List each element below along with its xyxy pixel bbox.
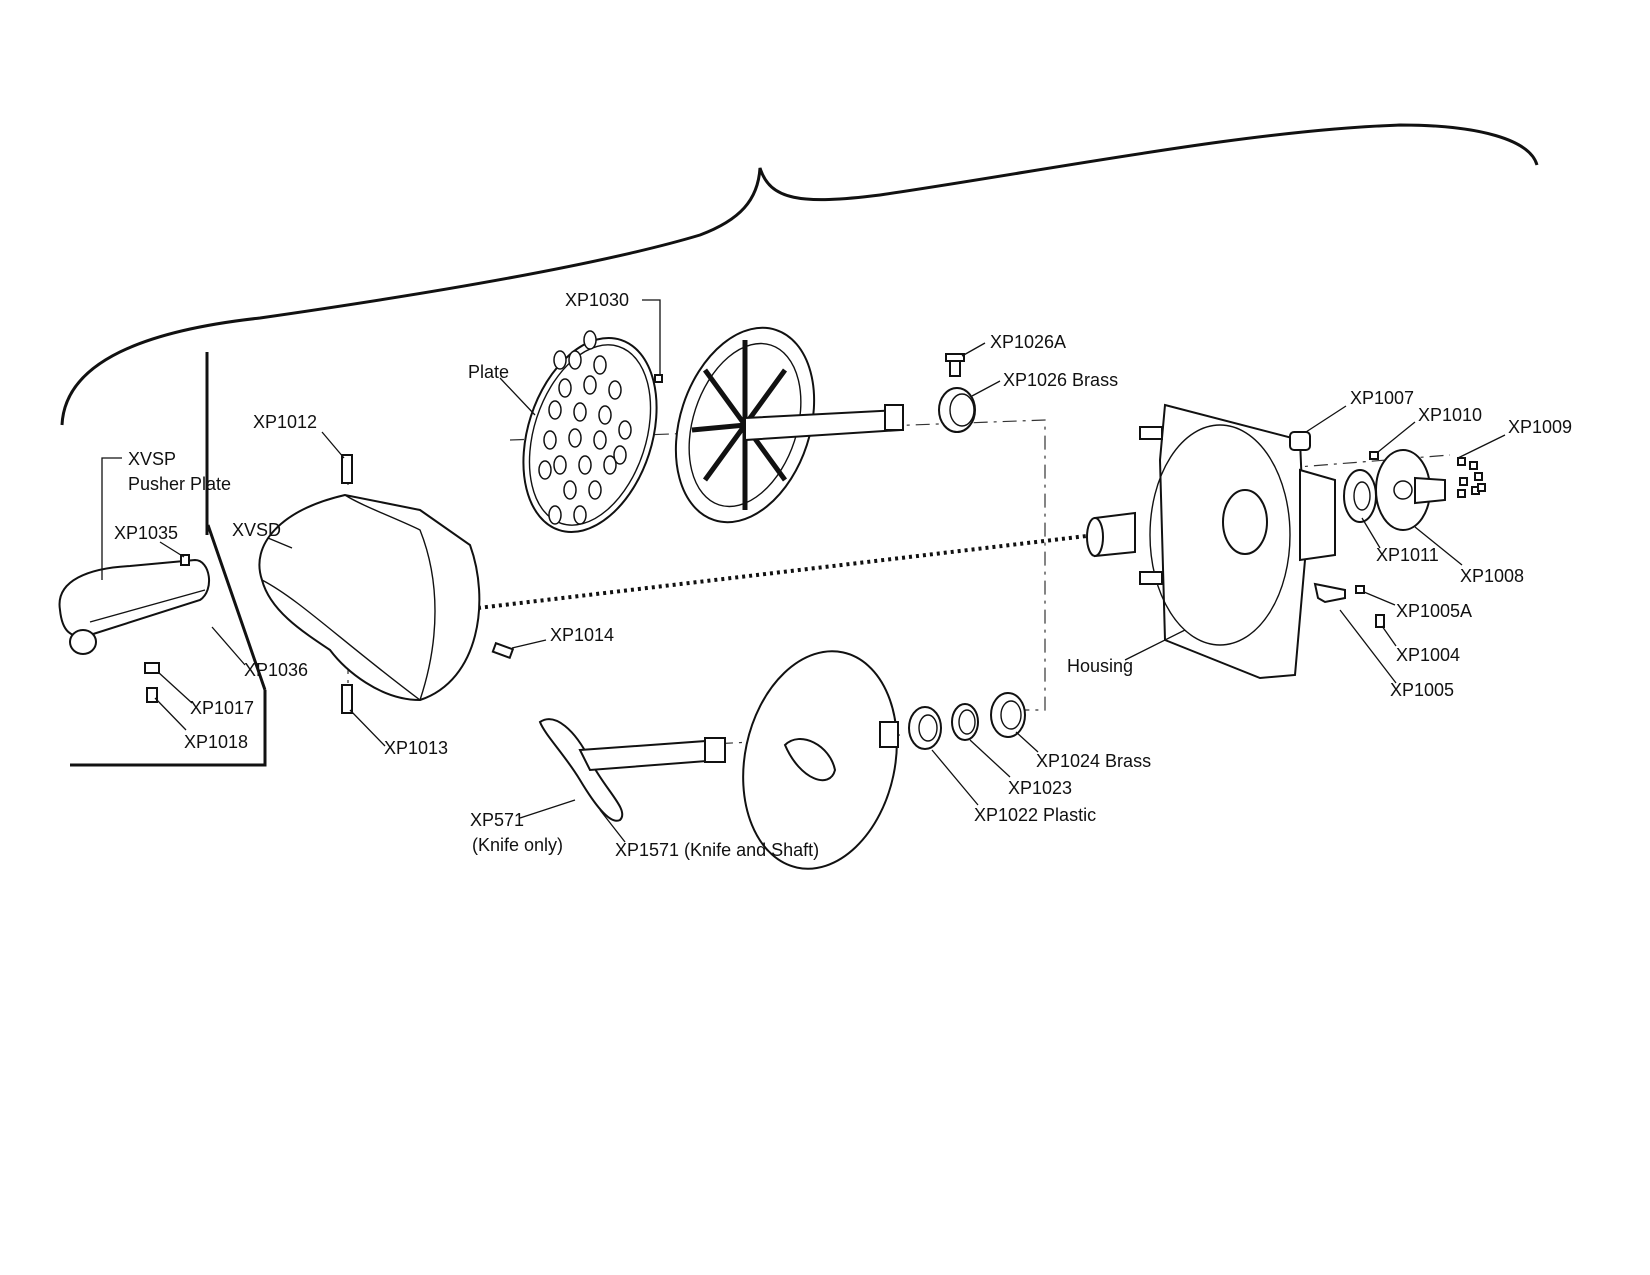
plate-perforation: [598, 405, 612, 425]
plate-perforation: [553, 455, 567, 475]
housing: [1139, 403, 1336, 680]
pusher-plate: [58, 554, 210, 655]
label-xp1035: XP1035: [114, 523, 178, 543]
xp1005a-screw: [1355, 585, 1365, 594]
xp1014-screw: [491, 641, 515, 660]
label-xp1012: XP1012: [253, 412, 317, 432]
plate-perforation: [583, 375, 597, 395]
plate-perforation: [578, 455, 592, 475]
shredding-plate: [522, 330, 658, 534]
plate-perforation: [618, 420, 632, 440]
plate-perforation: [548, 400, 562, 420]
plate-perforation: [553, 350, 567, 370]
label-xp1036: XP1036: [244, 660, 308, 680]
knife-and-shaft: [538, 718, 726, 822]
label-xp1022-plastic: XP1022 Plastic: [974, 805, 1096, 825]
plate-perforation: [538, 460, 552, 480]
label-xp1007: XP1007: [1350, 388, 1414, 408]
xp1009-screw: [1474, 472, 1483, 481]
label-xp1014: XP1014: [550, 625, 614, 645]
xp1009-screw: [1469, 461, 1478, 470]
xp1010-screw: [1369, 451, 1379, 460]
label-xp1010: XP1010: [1418, 405, 1482, 425]
plate-perforation: [613, 445, 627, 465]
label-xp1026a: XP1026A: [990, 332, 1066, 352]
label-xp1011: XP1011: [1376, 545, 1439, 565]
axis-housing: [1284, 454, 1451, 469]
xp1026-brass-bushing: [938, 387, 976, 433]
xp1004-screw: [1375, 614, 1385, 628]
label-xvsp: XVSP: [128, 449, 176, 469]
pusher-inset-frame: [70, 352, 267, 767]
xp1009-screw: [1457, 457, 1466, 466]
label-housing: Housing: [1067, 656, 1133, 676]
plate-perforation: [563, 480, 577, 500]
xp1017-nut: [144, 662, 160, 674]
bushing-cylinder: [1086, 511, 1136, 558]
label-xvsd: XVSD: [232, 520, 281, 540]
plate-perforation: [603, 455, 617, 475]
xp1009-screws: [1457, 457, 1486, 498]
leader-lines: [101, 299, 1506, 843]
label-xp1008: XP1008: [1460, 566, 1524, 586]
xp1026a-screw: [945, 353, 965, 377]
plate-perforation: [593, 355, 607, 375]
plate-perforation: [568, 428, 582, 448]
plate-perforation: [583, 330, 597, 350]
label-xp1018: XP1018: [184, 732, 248, 752]
label-xp571: XP571: [470, 810, 524, 830]
xp1018-screw: [146, 687, 158, 703]
label-knife-only: (Knife only): [472, 835, 563, 855]
plate-perforation: [608, 380, 622, 400]
xp1030-pin: [654, 374, 663, 383]
xp1009-screw: [1459, 477, 1468, 486]
xp1024-brass-nut: [990, 692, 1026, 738]
plate-perforation: [588, 480, 602, 500]
plate-perforation: [558, 378, 572, 398]
label-pusher-plate: Pusher Plate: [128, 474, 231, 494]
xp1005-latch: [1313, 582, 1346, 604]
label-xp1024-brass: XP1024 Brass: [1036, 751, 1151, 771]
label-xp1023: XP1023: [1008, 778, 1072, 798]
label-xp1017: XP1017: [190, 698, 254, 718]
label-xp1004: XP1004: [1396, 645, 1460, 665]
label-xp1005: XP1005: [1390, 680, 1454, 700]
axis-dotted-feed: [477, 533, 1096, 610]
plate-perforation: [548, 505, 562, 525]
label-xp1026-brass: XP1026 Brass: [1003, 370, 1118, 390]
xp1023-washer: [951, 703, 979, 741]
plate-perforation: [568, 350, 582, 370]
assembly-brace: [60, 123, 1539, 426]
label-xp1571: XP1571 (Knife and Shaft): [615, 840, 819, 860]
knife-disc: [742, 650, 899, 870]
label-xp1009: XP1009: [1508, 417, 1572, 437]
plate-perforation: [543, 430, 557, 450]
feed-chute: [258, 454, 481, 714]
xp1011-gasket: [1343, 469, 1377, 523]
label-xp1030: XP1030: [565, 290, 629, 310]
xp1008-flange: [1375, 449, 1446, 531]
plate-perforation: [573, 505, 587, 525]
xp1007-knob: [1289, 431, 1311, 451]
drum-spider-shaft: [674, 326, 904, 524]
label-plate: Plate: [468, 362, 509, 382]
plate-perforation: [573, 402, 587, 422]
xp1009-screw: [1457, 489, 1466, 498]
plate-perforation: [593, 430, 607, 450]
label-xp1005a: XP1005A: [1396, 601, 1472, 621]
label-xp1013: XP1013: [384, 738, 448, 758]
xp1022-plastic-nut: [908, 706, 942, 750]
xp1009-screw: [1477, 483, 1486, 492]
